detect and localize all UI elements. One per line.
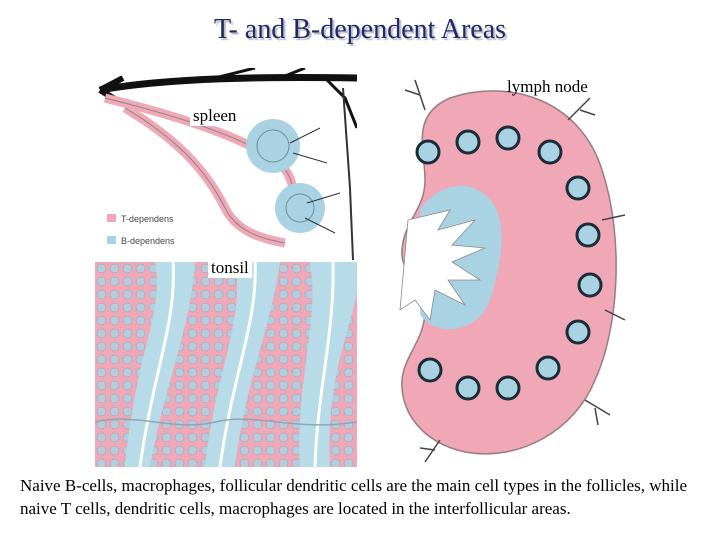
legend-swatch-b [107, 236, 116, 244]
slide-title: T- and B-dependent Areas [213, 14, 507, 45]
caption-text: Naive B-cells, macrophages, follicular d… [20, 476, 688, 518]
spleen-label: spleen [190, 106, 240, 126]
lymph-node-label: lymph node [507, 77, 588, 96]
lymph-node-illustration [399, 79, 626, 463]
spleen-illustration: T-dependens B-dependens [95, 68, 357, 260]
legend-swatch-t [107, 214, 116, 222]
legend-t-text: T-dependens [121, 214, 174, 224]
tonsil-illustration [95, 262, 357, 467]
legend-b-text: B-dependens [121, 236, 175, 246]
lymph-node-follicles [415, 125, 603, 401]
tonsil-label: tonsil [208, 258, 252, 278]
